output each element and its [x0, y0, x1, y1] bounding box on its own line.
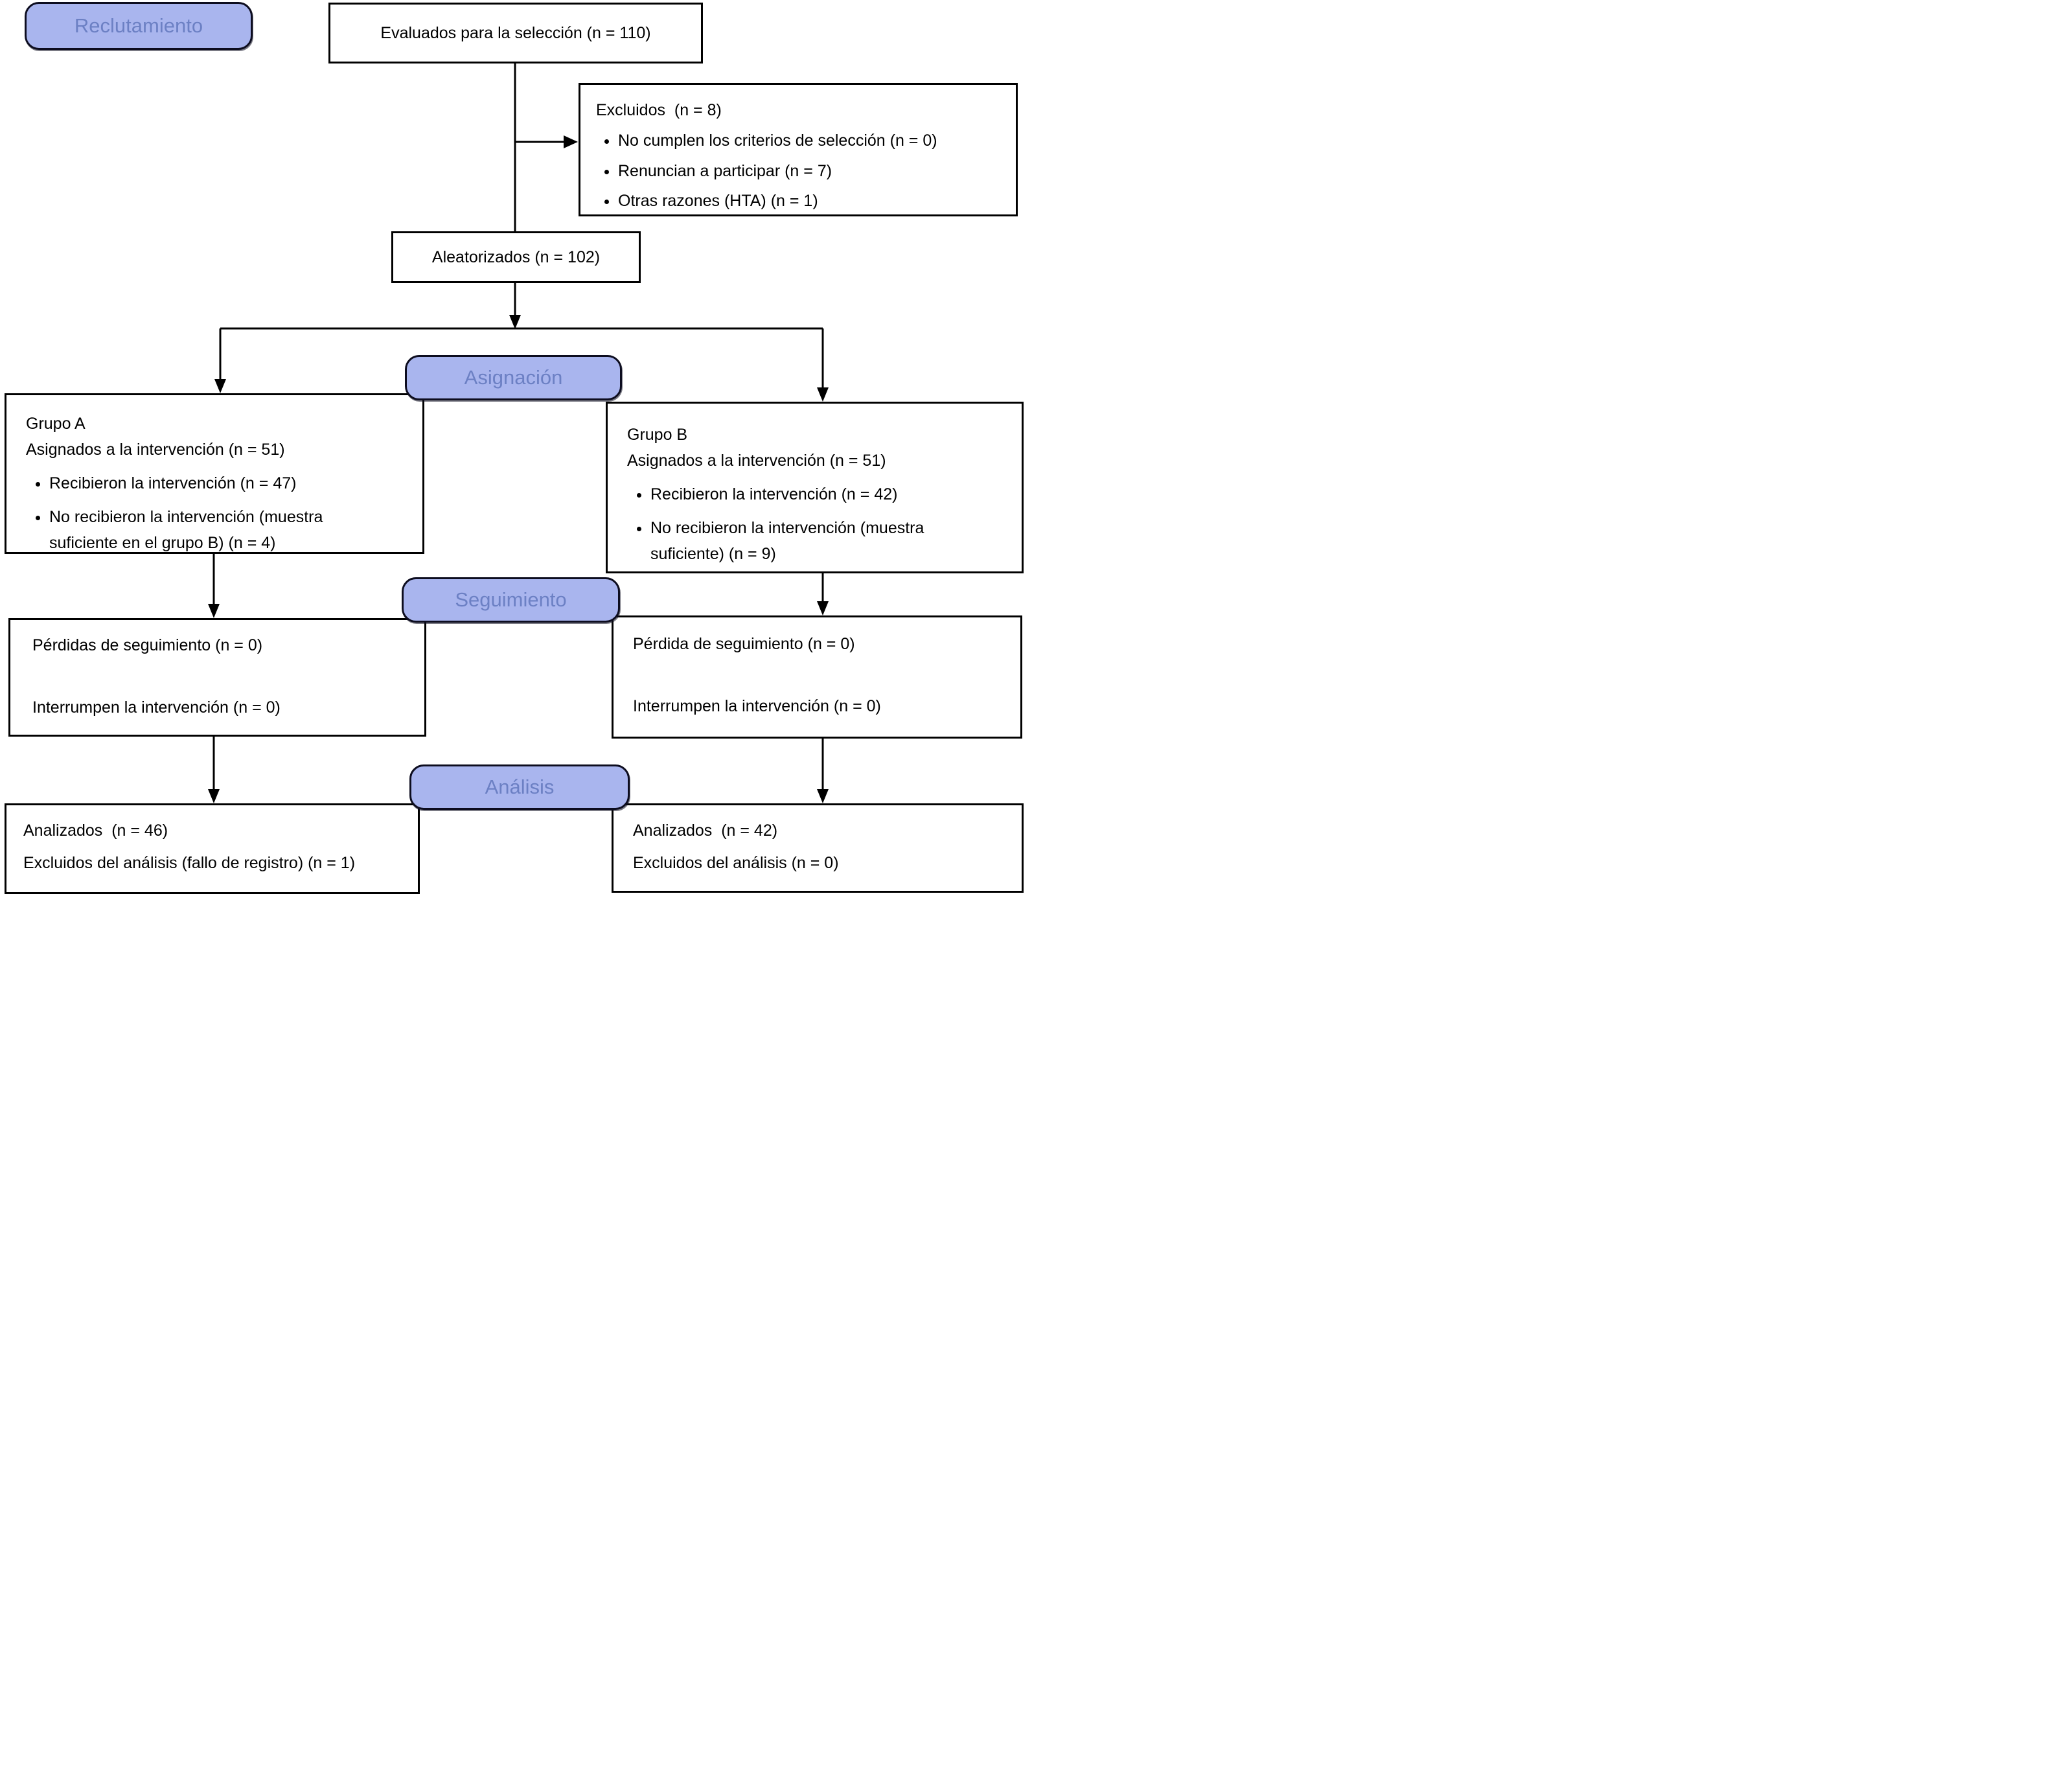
- arrowhead-analysis-b: [817, 789, 829, 803]
- followup-a-discontinued: Interrumpen la intervención (n = 0): [32, 698, 281, 717]
- followup-a-box: Pérdidas de seguimiento (n = 0) Interrum…: [8, 618, 426, 737]
- excluded-title: Excluidos (n = 8): [596, 101, 722, 119]
- stage-recruitment-pill: Reclutamiento: [25, 2, 253, 50]
- arrowhead-group-b: [817, 387, 829, 402]
- stage-recruitment-label: Reclutamiento: [74, 14, 203, 37]
- followup-b-box: Pérdida de seguimiento (n = 0) Interrump…: [612, 615, 1022, 739]
- analysis-a-analyzed: Analizados (n = 46): [23, 821, 168, 840]
- stage-analysis-label: Análisis: [485, 775, 555, 798]
- randomized-text: Aleatorizados (n = 102): [431, 247, 601, 266]
- analysis-a-box: Analizados (n = 46) Excluidos del anális…: [5, 803, 420, 894]
- consort-flow-diagram: Reclutamiento Asignación Seguimiento Aná…: [0, 0, 1026, 896]
- group-a-detail-list: Recibieron la intervención (n = 47) No r…: [26, 470, 371, 556]
- arrowhead-analysis-a: [208, 789, 220, 803]
- stage-allocation-pill: Asignación: [405, 355, 622, 400]
- excluded-reason-item: Renuncian a participar (n = 7): [618, 159, 1004, 184]
- followup-a-lost: Pérdidas de seguimiento (n = 0): [32, 636, 263, 654]
- stage-analysis-pill: Análisis: [409, 764, 630, 810]
- connectors-layer: [208, 63, 829, 803]
- followup-b-lost: Pérdida de seguimiento (n = 0): [633, 635, 855, 653]
- group-b-detail-item: No recibieron la intervención (muestra s…: [650, 515, 970, 567]
- assessed-text: Evaluados para la selección (n = 110): [380, 23, 651, 42]
- analysis-b-excluded: Excluidos del análisis (n = 0): [633, 853, 839, 872]
- group-a-detail-item: Recibieron la intervención (n = 47): [49, 470, 371, 496]
- arrowhead-group-a: [214, 379, 226, 393]
- excluded-reasons-list: No cumplen los criterios de selección (n…: [596, 128, 1004, 214]
- analysis-a-excluded: Excluidos del análisis (fallo de registr…: [23, 853, 356, 872]
- assessed-box: Evaluados para la selección (n = 110): [328, 3, 703, 63]
- group-b-detail-item: Recibieron la intervención (n = 42): [650, 481, 970, 507]
- stage-followup-label: Seguimiento: [455, 588, 567, 611]
- excluded-box: Excluidos (n = 8) No cumplen los criteri…: [579, 83, 1018, 216]
- group-b-assigned: Asignados a la intervención (n = 51): [627, 452, 886, 470]
- randomized-box: Aleatorizados (n = 102): [391, 231, 641, 283]
- stage-followup-pill: Seguimiento: [402, 577, 620, 623]
- stage-allocation-label: Asignación: [464, 366, 563, 389]
- arrowhead-followup-b: [817, 601, 829, 615]
- group-a-box: Grupo A Asignados a la intervención (n =…: [5, 393, 424, 554]
- arrowhead-split: [509, 315, 521, 329]
- followup-b-discontinued: Interrumpen la intervención (n = 0): [633, 696, 881, 715]
- excluded-reason-item: No cumplen los criterios de selección (n…: [618, 128, 1004, 154]
- arrowhead-to-excluded: [564, 135, 578, 148]
- analysis-b-box: Analizados (n = 42) Excluidos del anális…: [612, 803, 1024, 893]
- group-a-assigned: Asignados a la intervención (n = 51): [26, 441, 285, 459]
- arrowhead-followup-a: [208, 604, 220, 618]
- group-b-box: Grupo B Asignados a la intervención (n =…: [606, 402, 1024, 573]
- group-b-name: Grupo B: [627, 426, 688, 444]
- excluded-reason-item: Otras razones (HTA) (n = 1): [618, 189, 1004, 214]
- analysis-b-analyzed: Analizados (n = 42): [633, 821, 778, 840]
- group-b-detail-list: Recibieron la intervención (n = 42) No r…: [627, 481, 970, 567]
- group-a-name: Grupo A: [26, 415, 86, 433]
- group-a-detail-item: No recibieron la intervención (muestra s…: [49, 504, 371, 556]
